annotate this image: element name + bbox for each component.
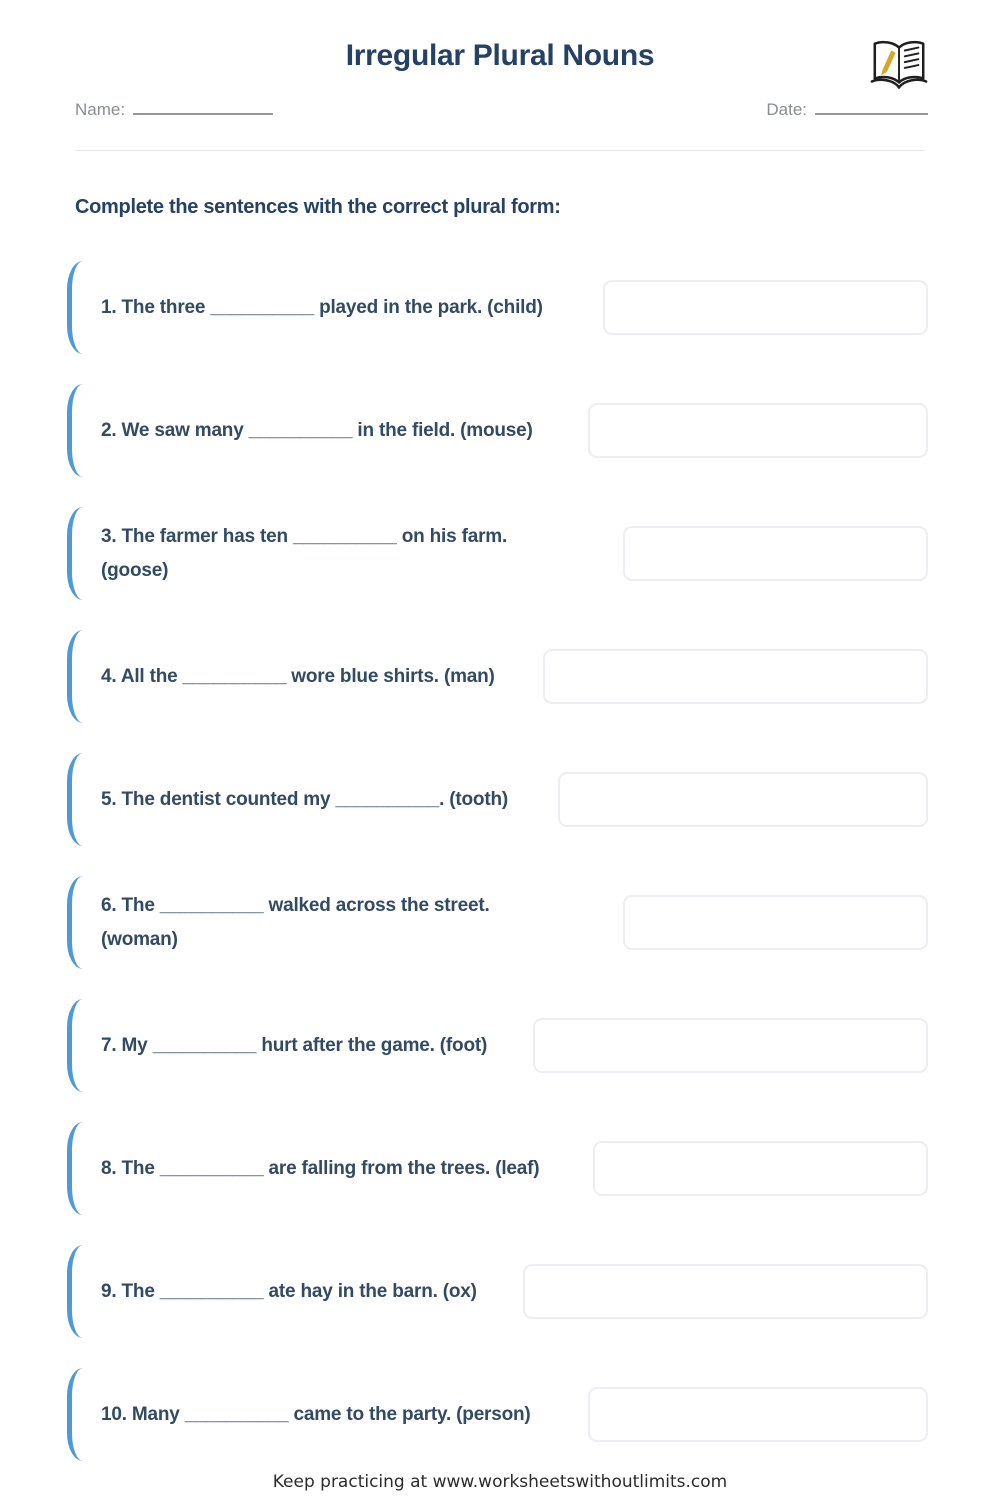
- question-text: 9. The __________ ate hay in the barn. (…: [101, 1280, 477, 1302]
- question-row-9: 9. The __________ ate hay in the barn. (…: [67, 1245, 928, 1338]
- instruction-heading: Complete the sentences with the correct …: [75, 196, 561, 218]
- questions-list: 1. The three __________ played in the pa…: [67, 261, 928, 1461]
- left-bracket-decoration: [67, 507, 88, 600]
- question-text: 5. The dentist counted my __________. (t…: [101, 788, 508, 810]
- answer-input-2[interactable]: [588, 403, 928, 458]
- question-row-5: 5. The dentist counted my __________. (t…: [67, 753, 928, 846]
- answer-input-9[interactable]: [523, 1264, 928, 1319]
- question-row-7: 7. My __________ hurt after the game. (f…: [67, 999, 928, 1092]
- question-row-8: 8. The __________ are falling from the t…: [67, 1122, 928, 1215]
- left-bracket-decoration: [67, 1368, 88, 1461]
- question-text: 8. The __________ are falling from the t…: [101, 1157, 540, 1179]
- question-text: 1. The three __________ played in the pa…: [101, 296, 543, 318]
- question-row-2: 2. We saw many __________ in the field. …: [67, 384, 928, 477]
- left-bracket-decoration: [67, 999, 88, 1092]
- answer-input-5[interactable]: [558, 772, 928, 827]
- question-text: 6. The __________ walked across the stre…: [101, 894, 490, 950]
- question-text: 3. The farmer has ten __________ on his …: [101, 525, 508, 581]
- question-text: 7. My __________ hurt after the game. (f…: [101, 1034, 488, 1056]
- left-bracket-decoration: [67, 384, 88, 477]
- left-bracket-decoration: [67, 261, 88, 354]
- answer-input-8[interactable]: [593, 1141, 928, 1196]
- question-row-6: 6. The __________ walked across the stre…: [67, 876, 928, 969]
- date-field: Date:: [766, 99, 928, 120]
- page-title: Irregular Plural Nouns: [345, 39, 655, 72]
- question-row-10: 10. Many __________ came to the party. (…: [67, 1368, 928, 1461]
- date-label: Date:: [766, 100, 807, 119]
- left-bracket-decoration: [67, 753, 88, 846]
- divider: [75, 150, 925, 151]
- answer-input-10[interactable]: [588, 1387, 928, 1442]
- answer-input-6[interactable]: [623, 895, 928, 950]
- question-text: 4. All the __________ wore blue shirts. …: [101, 665, 495, 687]
- question-row-3: 3. The farmer has ten __________ on his …: [67, 507, 928, 600]
- answer-input-4[interactable]: [543, 649, 928, 704]
- answer-input-7[interactable]: [533, 1018, 928, 1073]
- left-bracket-decoration: [67, 1122, 88, 1215]
- left-bracket-decoration: [67, 1245, 88, 1338]
- left-bracket-decoration: [67, 630, 88, 723]
- question-text: 10. Many __________ came to the party. (…: [101, 1403, 531, 1425]
- name-date-row: Name: Date:: [72, 99, 928, 120]
- answer-input-1[interactable]: [603, 280, 928, 335]
- name-input-line[interactable]: [133, 99, 274, 115]
- question-row-4: 4. All the __________ wore blue shirts. …: [67, 630, 928, 723]
- question-row-1: 1. The three __________ played in the pa…: [67, 261, 928, 354]
- date-input-line[interactable]: [815, 99, 928, 115]
- open-book-with-pencil-icon: [868, 36, 930, 96]
- name-field: Name:: [75, 99, 274, 120]
- footer-text: Keep practicing at www.worksheetswithout…: [272, 1472, 728, 1492]
- answer-input-3[interactable]: [623, 526, 928, 581]
- left-bracket-decoration: [67, 876, 88, 969]
- question-text: 2. We saw many __________ in the field. …: [101, 419, 533, 441]
- name-label: Name:: [75, 100, 126, 119]
